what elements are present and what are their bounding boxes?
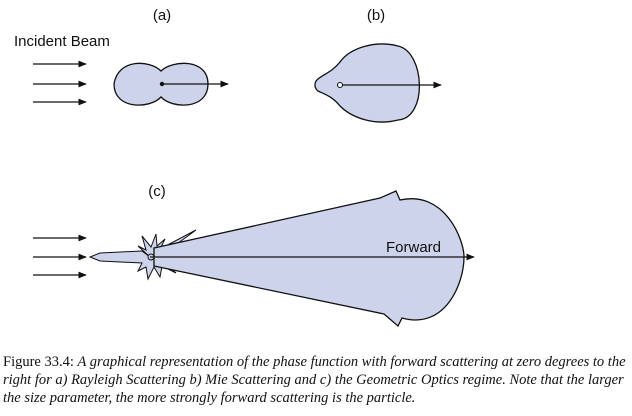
scattering-figure: (a) (b) (c) Incident Beam [14,7,475,328]
rayleigh-pattern [113,62,229,106]
incident-arrows-bottom [33,234,87,279]
particle-circle [336,81,344,89]
mie-pattern [314,43,442,123]
mie-lobe [314,43,421,123]
incident-arrows-top [33,60,87,106]
caption-text: A graphical representation of the phase … [3,354,626,406]
forward-lobe [153,190,465,328]
panel-label-a: (a) [153,7,171,24]
caption-prefix: Figure 33.4: [3,354,74,370]
incident-beam-label: Incident Beam [14,33,110,50]
panel-label-c: (c) [148,183,166,200]
forward-label: Forward [386,239,441,256]
panel-label-b: (b) [367,7,385,24]
figure-caption: Figure 33.4: A graphical representation … [3,353,629,407]
geometric-optics-pattern [88,190,475,328]
